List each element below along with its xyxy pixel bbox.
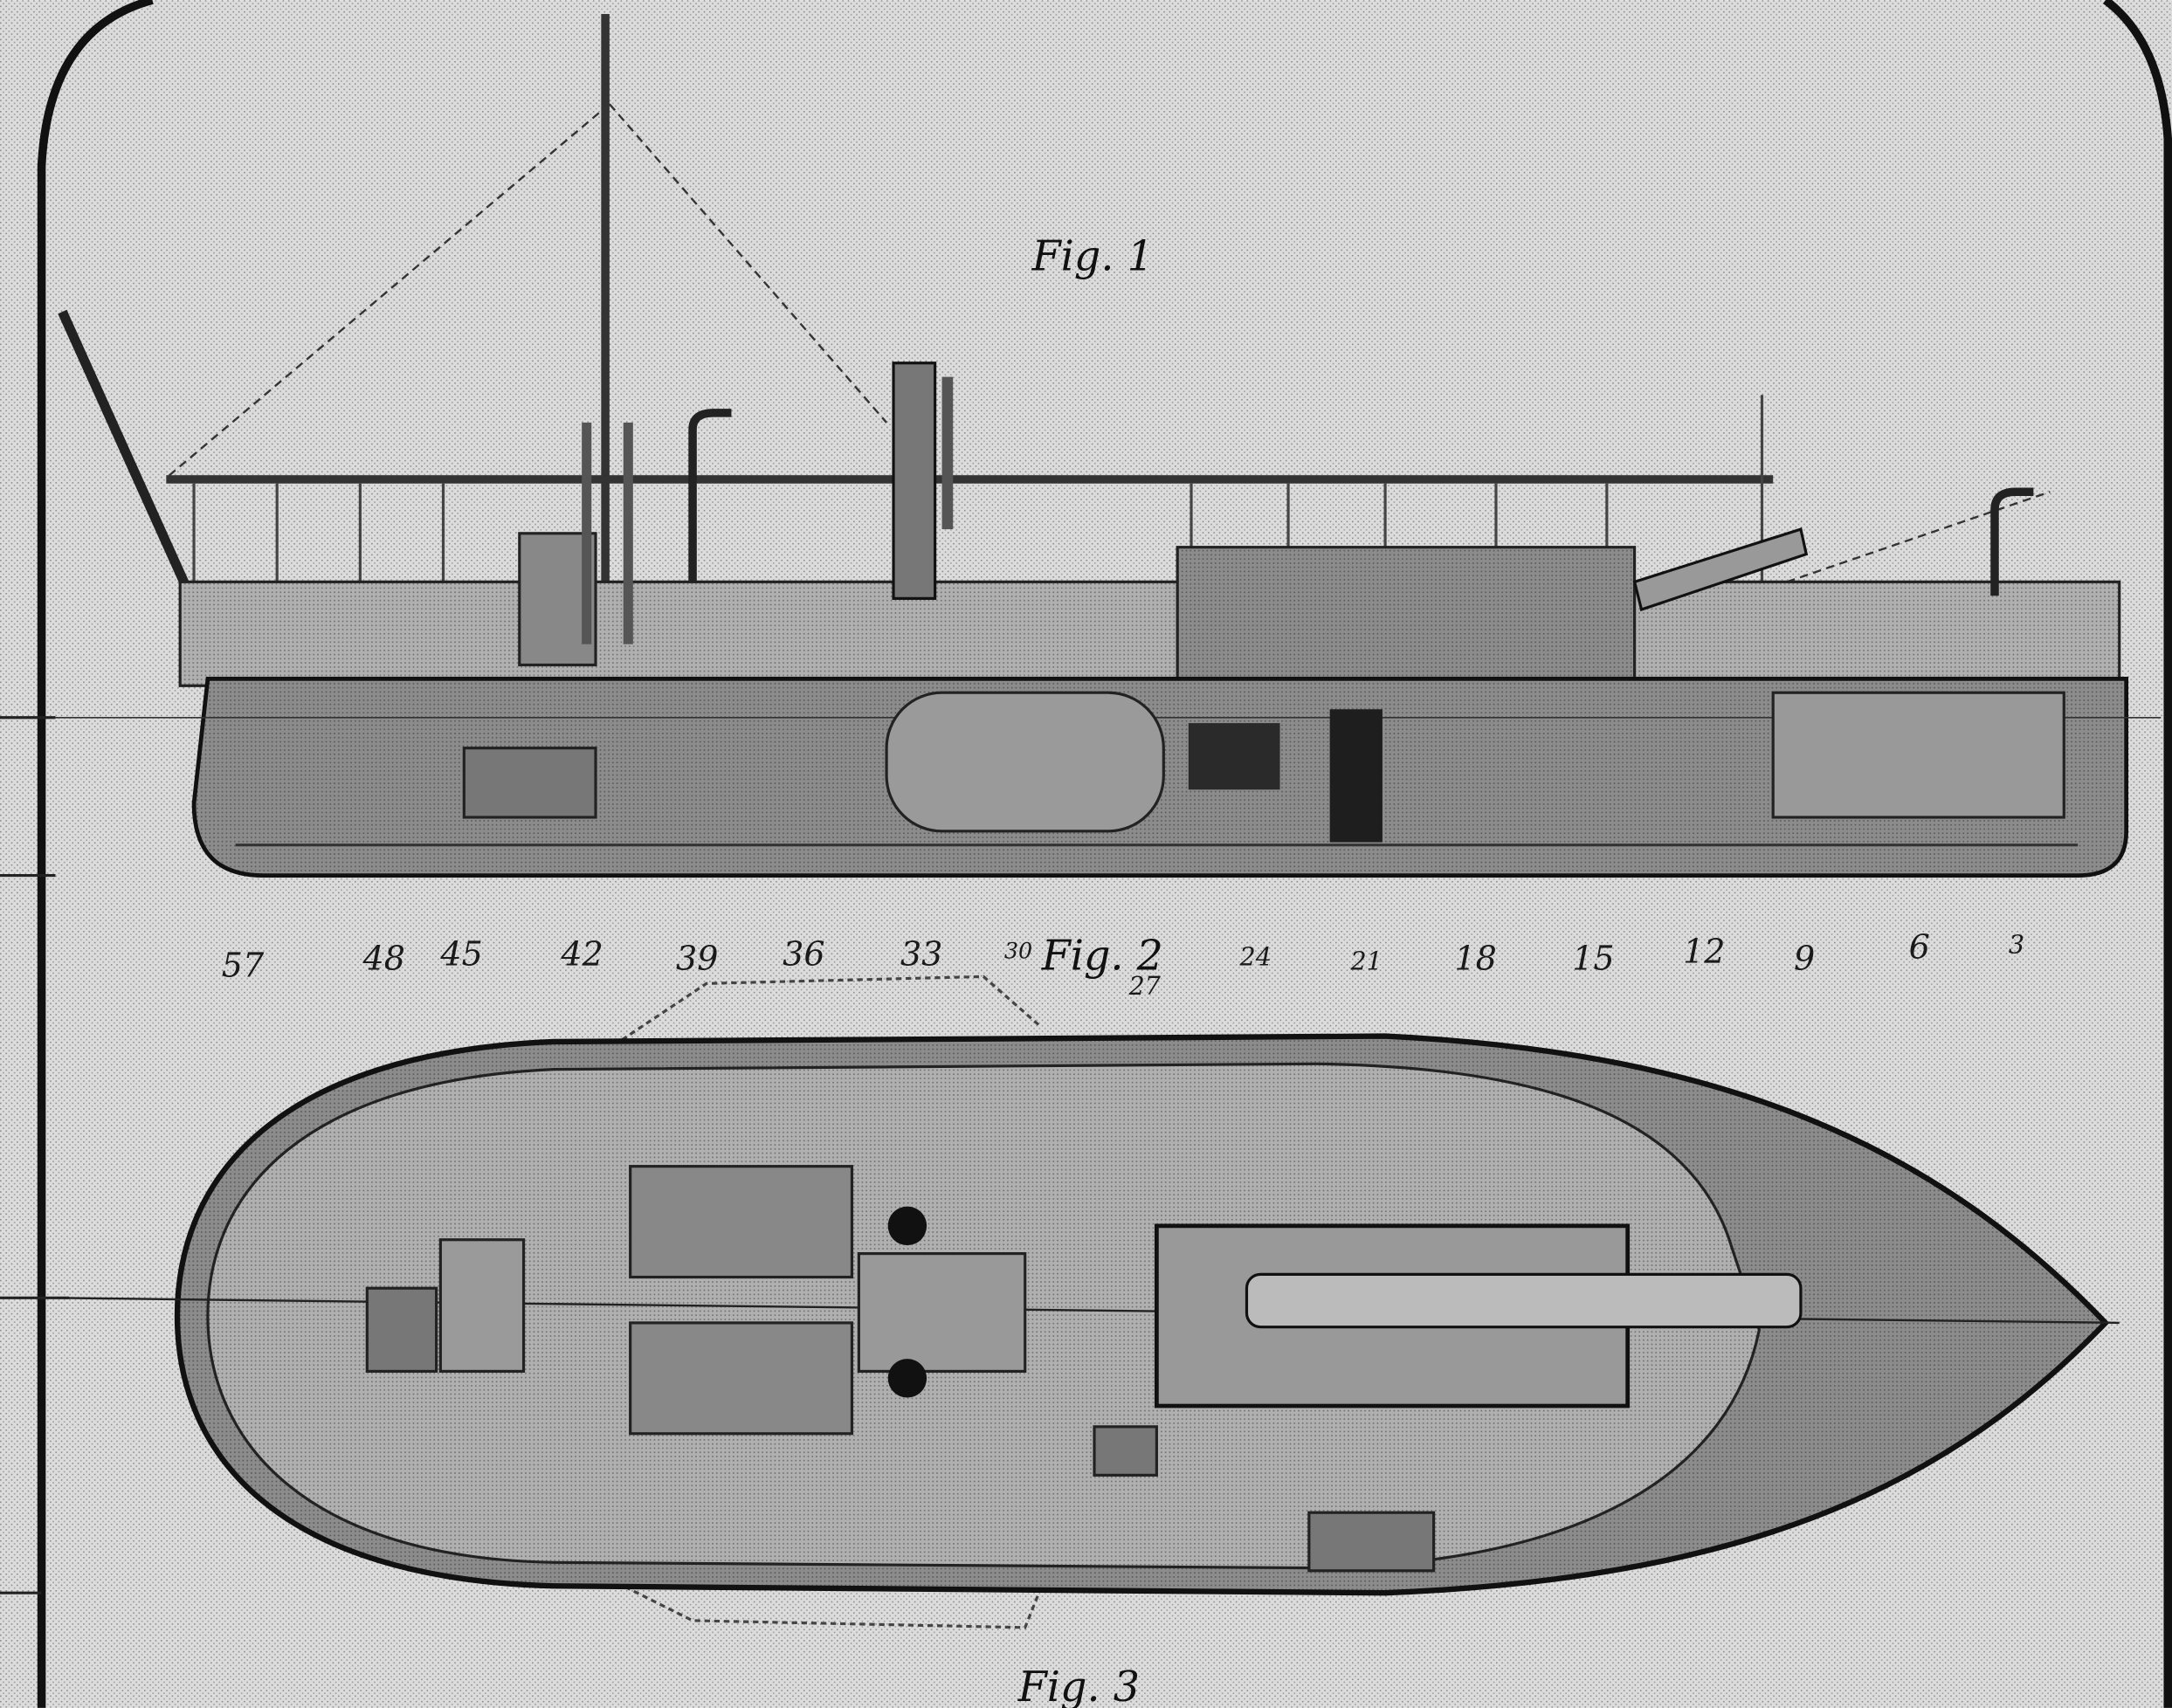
mast [601, 14, 610, 845]
frame-number: 6 [1909, 928, 1930, 967]
skylight [365, 1286, 438, 1373]
frame-number: 45 [439, 935, 482, 974]
frame-number: 48 [362, 939, 405, 977]
funnel [892, 362, 937, 600]
coal-bunker [1188, 723, 1280, 790]
frame-number: 39 [676, 939, 718, 977]
ventilator [1990, 487, 2034, 596]
frame-number: 12 [1683, 933, 1725, 971]
frame-number: 33 [900, 935, 942, 974]
frame-number: 24 [1239, 943, 1272, 972]
awning-rail [166, 475, 1774, 484]
boiler-plan [629, 1165, 854, 1279]
engine-room [462, 747, 597, 819]
plan-view [55, 975, 2120, 1629]
boiler-plan [629, 1321, 854, 1436]
vent-pipe [582, 422, 592, 644]
side-elevation [55, 14, 2162, 878]
magazine [1329, 709, 1382, 843]
frame-number: 42 [560, 935, 603, 974]
frame-corner-left [37, 0, 154, 1708]
deck-hatch [1093, 1425, 1158, 1477]
frame-number: 36 [783, 935, 824, 974]
casemate [1176, 546, 1637, 687]
frame-number: 3 [2009, 930, 2024, 959]
frame-number: 18 [1454, 939, 1496, 977]
deck-hatch [1307, 1511, 1436, 1573]
frame-number: 27 [1128, 972, 1162, 1001]
fig2-label: Fig. 2 [1041, 932, 1163, 980]
awning-outline [581, 975, 1041, 1629]
engine-plan [857, 1252, 1027, 1373]
rail-stanchions [192, 395, 1764, 610]
companion-hatch [438, 1238, 526, 1373]
frame-number: 30 [1004, 938, 1032, 964]
fig3-label: Fig. 3 [1017, 1663, 1140, 1708]
funnel-plan [887, 1206, 927, 1246]
steam-pipe [941, 376, 954, 530]
crane-boom [58, 309, 192, 591]
vent-pipe [623, 422, 633, 644]
forward-quarters [1771, 691, 2065, 819]
funnel-plan [887, 1359, 927, 1398]
ventilator [688, 409, 732, 582]
boiler [885, 691, 1165, 833]
frame-number: 15 [1572, 939, 1614, 977]
gun-barrel [1632, 527, 1809, 612]
frame-corner-right [2102, 0, 2172, 1708]
gun-barrel-plan [1245, 1272, 1803, 1329]
frame-number: 21 [1349, 947, 1382, 975]
fig1-label: Fig. 1 [1031, 232, 1154, 280]
frame-numbers: 57 48 45 42 39 36 33 30 27 24 21 18 15 1… [222, 928, 2024, 1001]
rigging-lines [165, 103, 2051, 583]
frame-number: 57 [222, 946, 265, 984]
frame-number: 9 [1794, 939, 1815, 977]
deck-house [178, 580, 2121, 687]
